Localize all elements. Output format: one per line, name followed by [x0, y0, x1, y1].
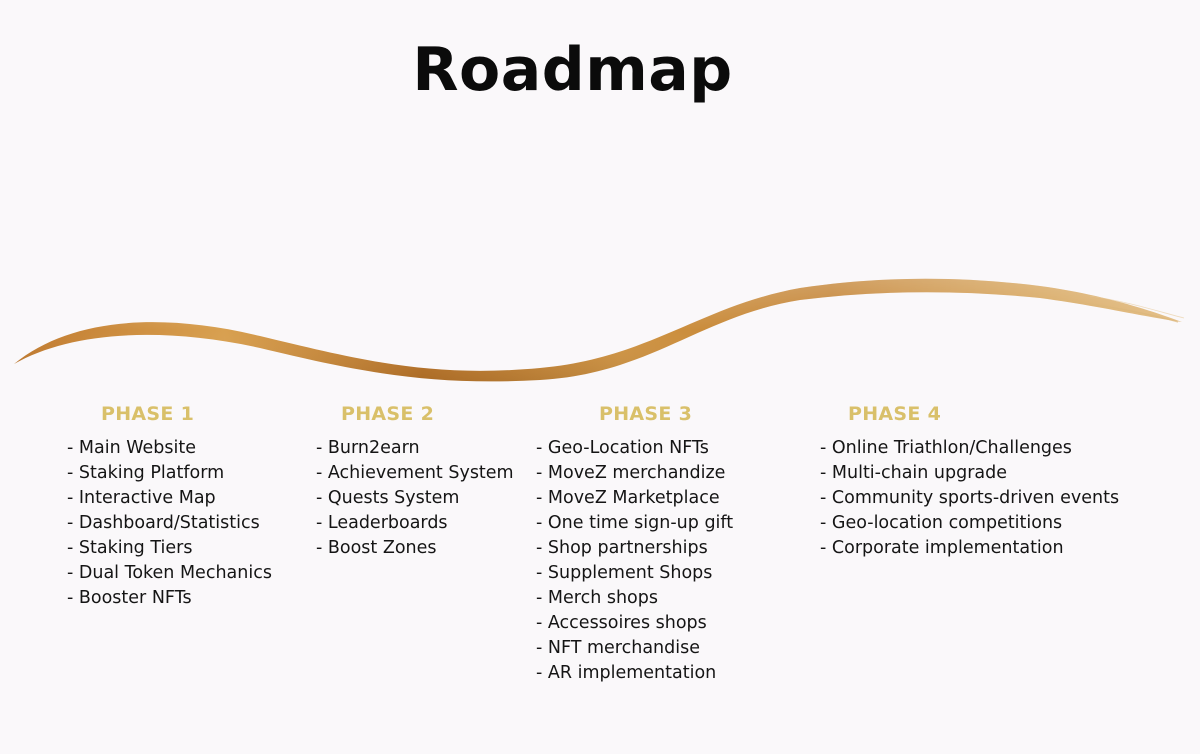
list-item: Merch shops: [536, 586, 733, 611]
list-item: Main Website: [67, 436, 272, 461]
wave-body: [14, 278, 1182, 382]
phase-1-title: PHASE 1: [101, 403, 195, 425]
list-item: NFT merchandise: [536, 636, 733, 661]
list-item: Multi-chain upgrade: [820, 461, 1119, 486]
list-item: MoveZ merchandize: [536, 461, 733, 486]
phase-3-items: Geo-Location NFTs MoveZ merchandize Move…: [536, 436, 733, 686]
list-item: Burn2earn: [316, 436, 514, 461]
phase-2-column: PHASE 2 Burn2earn Achievement System Que…: [316, 400, 514, 561]
phase-1-column: PHASE 1 Main Website Staking Platform In…: [67, 400, 272, 611]
page-title: Roadmap: [412, 35, 733, 105]
list-item: Corporate implementation: [820, 536, 1119, 561]
list-item: Leaderboards: [316, 511, 514, 536]
phase-4-column: PHASE 4 Online Triathlon/Challenges Mult…: [820, 400, 1119, 561]
list-item: AR implementation: [536, 661, 733, 686]
list-item: Accessoires shops: [536, 611, 733, 636]
list-item: Community sports-driven events: [820, 486, 1119, 511]
list-item: Interactive Map: [67, 486, 272, 511]
phase-2-items: Burn2earn Achievement System Quests Syst…: [316, 436, 514, 561]
list-item: MoveZ Marketplace: [536, 486, 733, 511]
phase-3-column: PHASE 3 Geo-Location NFTs MoveZ merchand…: [536, 400, 733, 686]
list-item: Online Triathlon/Challenges: [820, 436, 1119, 461]
list-item: Staking Platform: [67, 461, 272, 486]
list-item: Booster NFTs: [67, 586, 272, 611]
list-item: Dual Token Mechanics: [67, 561, 272, 586]
phase-1-items: Main Website Staking Platform Interactiv…: [67, 436, 272, 611]
phase-4-items: Online Triathlon/Challenges Multi-chain …: [820, 436, 1119, 561]
list-item: Geo-Location NFTs: [536, 436, 733, 461]
list-item: Supplement Shops: [536, 561, 733, 586]
wave-tail-streak: [1059, 299, 1179, 323]
list-item: Quests System: [316, 486, 514, 511]
phase-3-title: PHASE 3: [599, 403, 693, 425]
list-item: One time sign-up gift: [536, 511, 733, 536]
list-item: Shop partnerships: [536, 536, 733, 561]
phase-4-title: PHASE 4: [848, 403, 942, 425]
list-item: Staking Tiers: [67, 536, 272, 561]
list-item: Dashboard/Statistics: [67, 511, 272, 536]
list-item: Achievement System: [316, 461, 514, 486]
list-item: Geo-location competitions: [820, 511, 1119, 536]
list-item: Boost Zones: [316, 536, 514, 561]
phase-2-title: PHASE 2: [341, 403, 435, 425]
